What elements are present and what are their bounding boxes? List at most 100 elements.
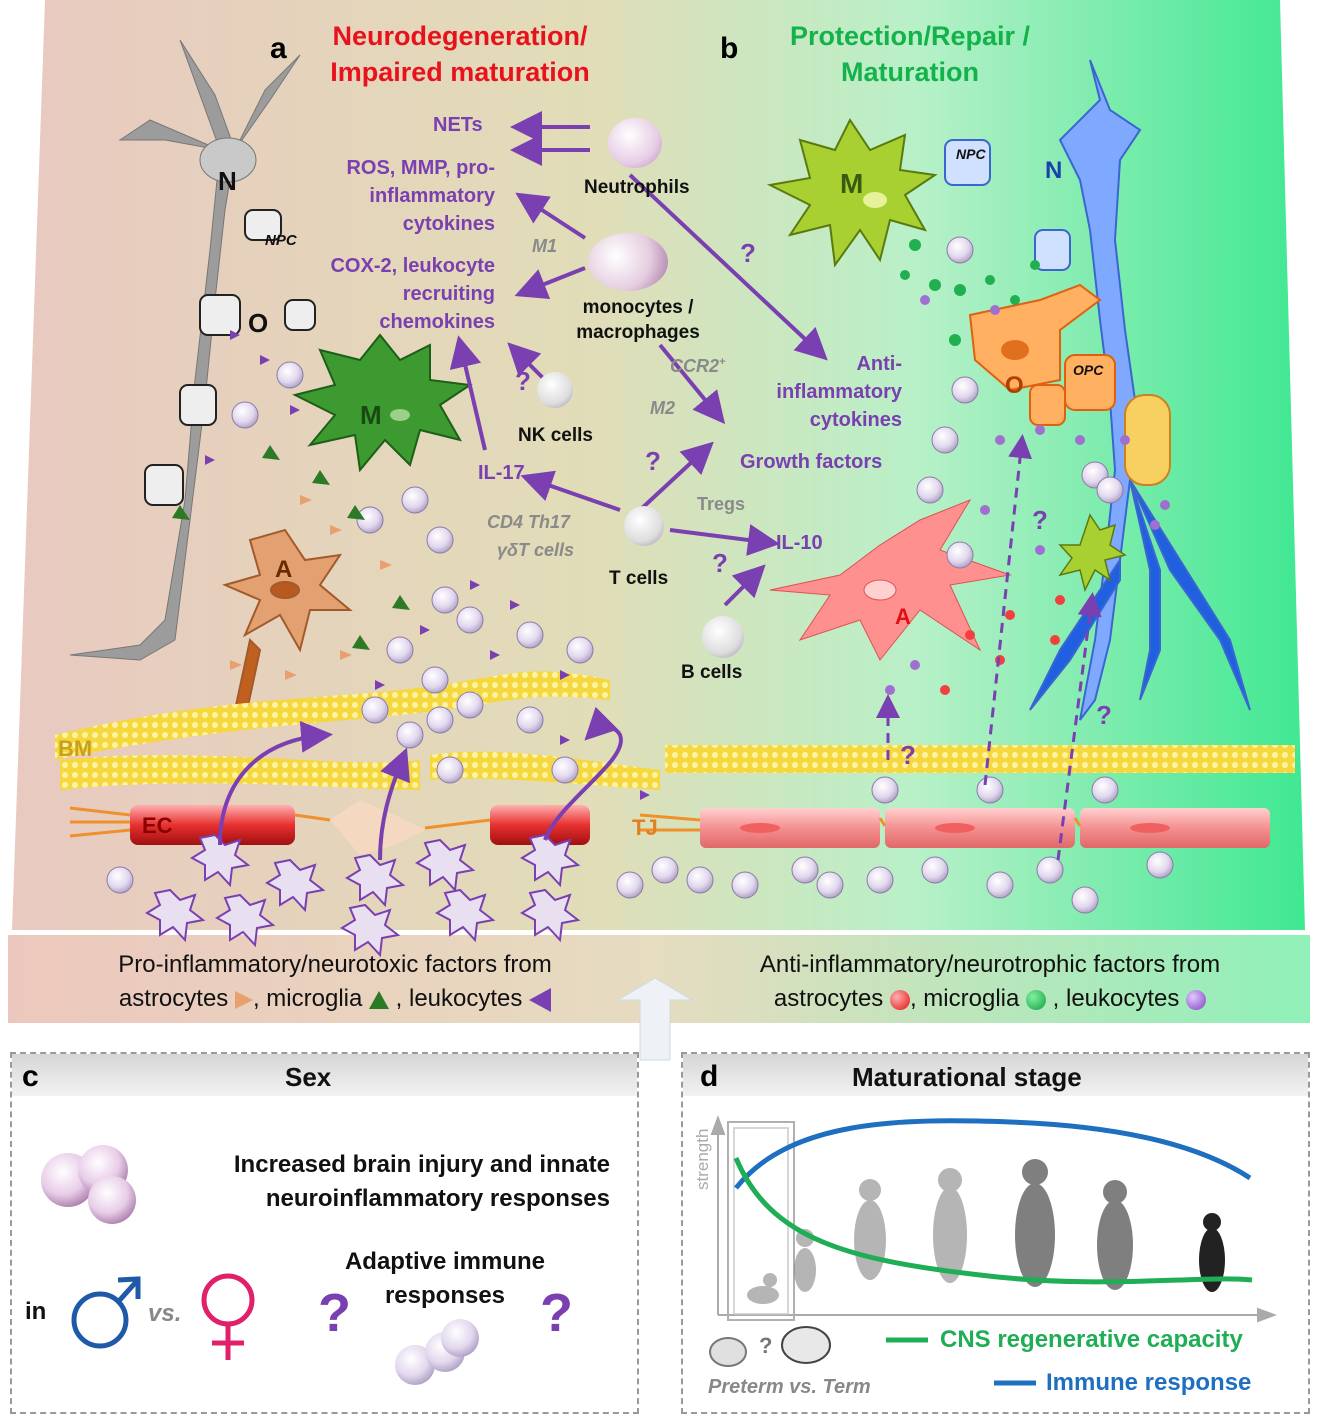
- question-bcells: ?: [712, 548, 728, 578]
- label-m2: M2: [650, 398, 676, 418]
- panel-c-title: Sex: [285, 1062, 332, 1092]
- label-monocytes: monocytes / macrophages: [548, 295, 728, 345]
- neutrophil-icon: [608, 118, 662, 168]
- panel-d-ylabel: strength: [693, 1128, 712, 1190]
- label-m1: M1: [532, 236, 558, 256]
- tight-junctions: [69, 806, 1082, 838]
- label-ros-line1: ROS, MMP, pro-: [346, 157, 495, 179]
- microglia-activated: [292, 333, 473, 473]
- legend-pro-inflammatory: Pro-inflammatory/neurotoxic factors from…: [55, 948, 615, 1016]
- astrocyte-factors: [230, 495, 392, 680]
- question-nk: ?: [515, 366, 531, 396]
- panel-a-title-line1: Neurodegeneration/: [332, 21, 588, 51]
- endothelial-cells-intact: [700, 808, 1270, 848]
- opc-cells: [1029, 354, 1116, 426]
- label-neuron-right: N: [1045, 157, 1063, 184]
- panel-a-letter: a: [270, 32, 287, 65]
- label-microglia-right: M: [840, 168, 864, 199]
- label-anti-line2: inflammatory: [776, 381, 902, 403]
- label-il10: IL-10: [776, 532, 823, 554]
- label-anti-inflammatory: Anti- inflammatory cytokines: [760, 350, 902, 434]
- legend-cns-label: CNS regenerative capacity: [940, 1326, 1243, 1353]
- label-tregs: Tregs: [697, 494, 746, 514]
- label-tj: TJ: [632, 815, 658, 840]
- legend-right-line1: Anti-inflammatory/neurotrophic factors f…: [759, 951, 1221, 978]
- legend-left-line2: astrocytes , microglia , leukocytes: [55, 982, 615, 1016]
- label-nk-cells: NK cells: [518, 425, 593, 446]
- anti-inflammatory-dots-red: [940, 595, 1065, 695]
- panel-c-question-left: ?: [318, 1283, 351, 1343]
- label-npc-left: NPC: [265, 232, 297, 249]
- label-oligo-left: O: [248, 308, 269, 338]
- t-cell-icon: [624, 506, 664, 546]
- activated-leukocytes: [144, 833, 581, 958]
- label-anti-line1: Anti-: [856, 353, 902, 375]
- label-ec: EC: [142, 813, 173, 838]
- panel-d: [681, 1052, 1310, 1414]
- connector-arrow: [616, 977, 694, 1061]
- label-astrocyte-right: A: [895, 604, 911, 629]
- panel-c-line2: neuroinflammatory responses: [265, 1185, 610, 1212]
- label-growth-factors: Growth factors: [740, 451, 883, 473]
- microglia-factors: [172, 445, 410, 650]
- label-npc-right: NPC: [956, 146, 986, 162]
- panel-a-title-line2: Impaired maturation: [330, 57, 590, 87]
- b-cell-icon: [702, 616, 744, 658]
- label-cox-line2: recruiting: [402, 283, 495, 305]
- anti-inflammatory-dots-green: [900, 239, 1040, 346]
- dashed-arrows: [876, 434, 1102, 861]
- panel-d-preterm-term: Preterm vs. Term: [708, 1376, 871, 1398]
- label-ros: ROS, MMP, pro- inflammatory cytokines: [290, 154, 495, 238]
- pro-inflammatory-factors: [205, 330, 650, 800]
- microglia-resting: [766, 118, 938, 268]
- nk-cell-icon: [537, 372, 573, 408]
- neuron-degenerating: [69, 39, 301, 661]
- npc-cells: [944, 139, 1071, 271]
- legend-right-micro: , microglia: [909, 985, 1020, 1012]
- label-microglia-left: M: [360, 400, 382, 430]
- label-mono-line2: macrophages: [576, 322, 700, 343]
- question-tcells: ?: [645, 446, 661, 476]
- monocyte-icon: [588, 233, 668, 291]
- label-cox-line1: COX-2, leukocyte: [330, 255, 495, 277]
- damaged-oligodendrocytes: [144, 209, 316, 506]
- leukocyte-triangle-icon: [529, 987, 552, 1012]
- panel-c-adaptive-line2: responses: [384, 1282, 506, 1309]
- label-t-cells: T cells: [609, 568, 669, 589]
- astrocyte-protective: [769, 498, 1012, 661]
- leukocytes: [106, 236, 1174, 914]
- legend-left-micro: , microglia: [252, 985, 363, 1012]
- label-cox: COX-2, leukocyte recruiting chemokines: [290, 252, 495, 336]
- panel-b-title-line1: Protection/Repair /: [789, 21, 1031, 51]
- label-cox-line3: chemokines: [379, 311, 495, 333]
- legend-right-leuko: , leukocytes: [1046, 985, 1180, 1012]
- label-il17: IL-17: [478, 462, 525, 484]
- panel-c-header: [12, 1054, 637, 1096]
- panel-b-title: Protection/Repair / Maturation: [760, 18, 1060, 90]
- panel-d-header: [683, 1054, 1308, 1096]
- legend-immune-label: Immune response: [1046, 1369, 1252, 1396]
- panel-c-line1: Increased brain injury and innate: [233, 1151, 610, 1178]
- panel-c-adaptive-line1: Adaptive immune: [344, 1248, 546, 1275]
- question-anti: ?: [740, 238, 756, 268]
- panel-c-statement: Increased brain injury and innate neuroi…: [145, 1148, 610, 1216]
- legend-right-line2: astrocytes , microglia , leukocytes: [700, 982, 1280, 1016]
- label-oligo-right: O: [1005, 372, 1024, 399]
- microglia-dot-icon: [1026, 989, 1046, 1010]
- panel-d-question: ?: [759, 1333, 773, 1358]
- small-microglia-right: [1058, 513, 1127, 593]
- question-right-1: ?: [1032, 505, 1048, 535]
- basement-membrane-right: [665, 745, 1295, 773]
- label-anti-line3: cytokines: [809, 409, 902, 431]
- panel-c-in: in: [25, 1298, 47, 1325]
- panel-c-vs: vs.: [148, 1300, 182, 1327]
- label-neutrophils: Neutrophils: [584, 177, 690, 198]
- label-ros-line3: cytokines: [402, 213, 495, 235]
- astrocyte-dot-icon: [889, 989, 910, 1010]
- panel-c-question-right: ?: [540, 1283, 573, 1343]
- label-bm: BM: [58, 736, 93, 761]
- oligodendrocyte-healthy: [968, 283, 1102, 392]
- astrocyte-triangle-icon: [234, 990, 253, 1009]
- label-opc: OPC: [1073, 362, 1104, 378]
- legend-right-astro: astrocytes: [773, 985, 884, 1012]
